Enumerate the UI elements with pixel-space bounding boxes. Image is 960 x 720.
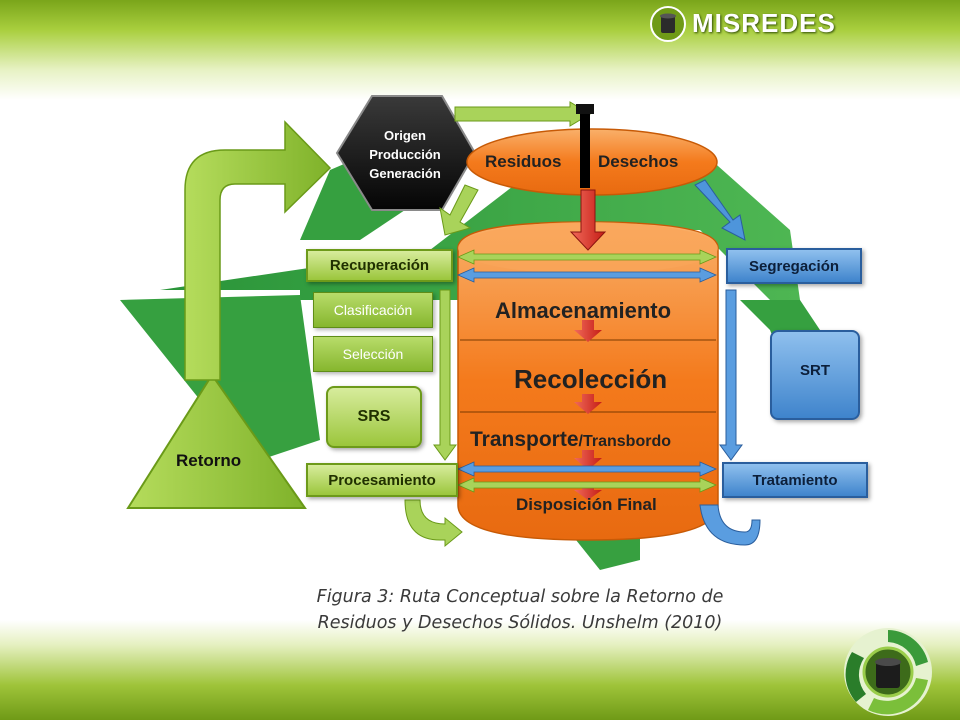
figure-caption: Figura 3: Ruta Conceptual sobre la Retor… xyxy=(240,584,800,636)
disposicion-label: Disposición Final xyxy=(516,495,657,514)
origin-line-1: Origen xyxy=(384,128,426,143)
segregacion-box: Segregación xyxy=(726,248,862,284)
residuos-label: Residuos xyxy=(485,152,562,171)
srs-box: SRS xyxy=(326,386,422,448)
red-arrow-2 xyxy=(574,394,602,414)
double-arrows-bottom xyxy=(457,461,717,493)
arrow-waste-to-segregation xyxy=(694,179,746,241)
recuperacion-box: Recuperación xyxy=(306,249,453,282)
recycle-logo-icon xyxy=(844,628,932,716)
recoleccion-label: Recolección xyxy=(514,364,668,394)
retorno-triangle xyxy=(126,373,307,509)
red-arrow-4 xyxy=(574,485,602,500)
curved-arrow-right xyxy=(699,504,761,546)
transporte-text: Transporte xyxy=(470,428,579,451)
desechos-label: Desechos xyxy=(598,152,679,171)
arrow-left-down xyxy=(433,289,457,461)
clasificacion-box: Clasificación xyxy=(313,292,433,328)
origin-line-2: Producción xyxy=(369,147,441,162)
srt-box: SRT xyxy=(770,330,860,420)
origin-label: Origen Producción Generación xyxy=(355,126,455,183)
almacenamiento-label: Almacenamiento xyxy=(495,298,672,323)
seleccion-box: Selección xyxy=(313,336,433,372)
retorno-label: Retorno xyxy=(176,451,242,470)
red-arrow-main xyxy=(569,189,607,251)
trash-bin-icon xyxy=(650,6,686,42)
retorno-up-arrow xyxy=(184,120,332,381)
tratamiento-box: Tratamiento xyxy=(722,462,868,498)
origin-line-3: Generación xyxy=(369,166,441,181)
procesamiento-box: Procesamiento xyxy=(306,463,458,497)
red-arrow-3 xyxy=(574,450,602,470)
curved-arrow-left xyxy=(404,499,463,548)
caption-line-1: Figura 3: Ruta Conceptual sobre la Retor… xyxy=(316,587,724,607)
caption-line-2: Residuos y Desechos Sólidos. Unshelm (20… xyxy=(317,613,723,633)
transbordo-text: /Transbordo xyxy=(578,433,671,450)
arrow-right-down xyxy=(719,289,743,461)
top-banner xyxy=(0,0,960,100)
transporte-label: Transporte/Transbordo xyxy=(470,428,671,452)
arrow-origin-to-waste xyxy=(454,101,591,127)
arrow-origin-down xyxy=(439,184,479,236)
red-arrow-1 xyxy=(574,320,602,342)
brand-name: MISREDES xyxy=(692,8,836,38)
double-arrows-top xyxy=(457,249,717,283)
bottom-banner xyxy=(0,620,960,720)
